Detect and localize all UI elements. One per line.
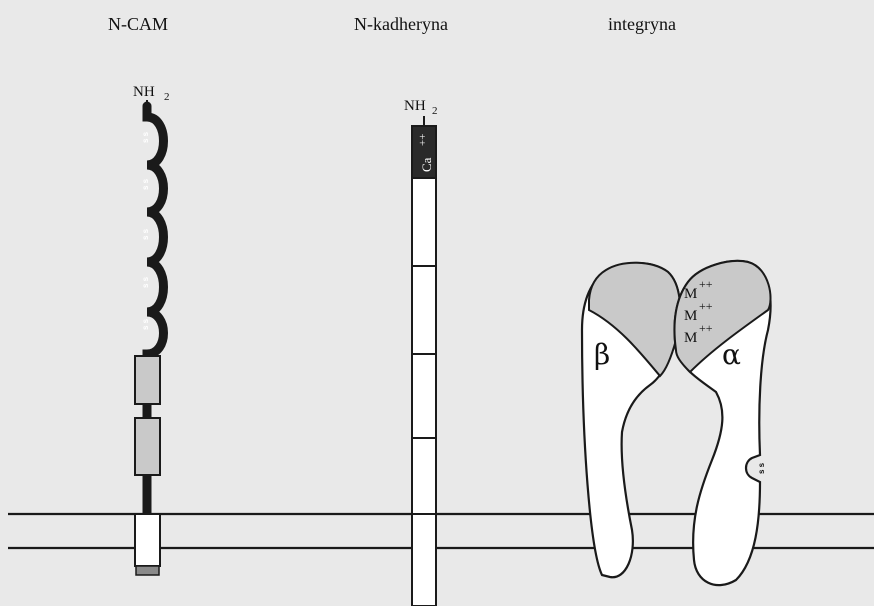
ncad-nh-subscript: 2 [432,105,438,117]
integrin-metal-3: M [684,330,697,346]
integrin-disulfide: s s [757,462,766,474]
title-ncadherin: N-kadheryna [354,14,448,34]
ncam-disulfide-1: s s [141,131,150,143]
integrin-metal-2: M [684,308,697,324]
ncad-transmembrane [412,514,436,606]
title-ncam: N-CAM [108,14,168,34]
ncad-ca-charge: ++ [417,134,429,146]
ncam-disulfide-5: s s [141,318,150,330]
ncam-disulfide-4: s s [141,276,150,288]
ncam-fn-domain-1 [135,356,160,404]
ncam-disulfide-2: s s [141,178,150,190]
integrin-metal-1-charge: ++ [699,277,713,291]
ncad-ec-domain-1 [412,178,436,266]
ncam-fn-domain-2 [135,418,160,475]
ncam-molecule: NH 2 s s s s s s s s s s [133,84,170,575]
ncam-nh-label: NH [133,84,155,100]
ncad-nh-label: NH [404,98,426,114]
ncam-disulfide-3: s s [141,228,150,240]
ncad-ec-domain-4 [412,438,436,514]
integrin-metal-3-charge: ++ [699,321,713,335]
ncam-cytoplasmic-tail [136,566,159,575]
ncad-ec-domain-3 [412,354,436,438]
integrin-molecule: β α M ++ M ++ M ++ s s [582,261,771,585]
ncad-ca-label: Ca [419,157,434,172]
ncam-nh-subscript: 2 [164,91,170,103]
ncam-transmembrane [135,514,160,566]
integrin-metal-1: M [684,286,697,302]
integrin-alpha-label: α [722,338,741,371]
integrin-beta-label: β [594,338,610,371]
integrin-metal-2-charge: ++ [699,299,713,313]
ncad-ec-domain-2 [412,266,436,354]
title-integrin: integryna [608,14,676,34]
ncadherin-molecule: NH 2 Ca ++ [404,98,438,606]
